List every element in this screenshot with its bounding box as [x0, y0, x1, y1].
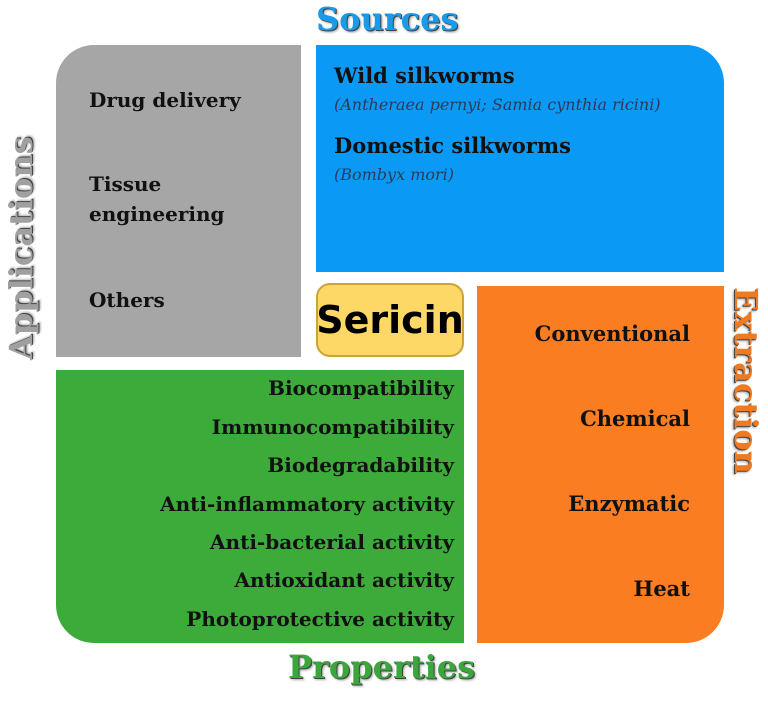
property-item: Anti-inflammatory activity [160, 492, 454, 516]
source-title: Wild silkworms [334, 63, 515, 88]
applications-item: Drug delivery [89, 88, 241, 112]
property-item: Antioxidant activity [234, 568, 455, 592]
source-subtitle: (Antheraea pernyi; Samia cynthia ricini) [334, 95, 661, 114]
source-title: Domestic silkworms [334, 133, 571, 158]
extraction-heading: Extraction [727, 287, 765, 474]
property-item: Photoprotective activity [186, 607, 454, 631]
property-item: Biocompatibility [268, 376, 454, 400]
property-item: Biodegradability [267, 453, 454, 477]
extraction-panel: Conventional Chemical Enzymatic Heat [477, 286, 724, 643]
applications-item: Others [89, 288, 165, 312]
extraction-item: Enzymatic [568, 491, 690, 516]
extraction-item: Heat [633, 576, 690, 601]
sericin-label: Sericin [316, 283, 464, 357]
applications-heading: Applications [2, 136, 40, 360]
property-item: Immunocompatibility [211, 415, 454, 439]
applications-item: Tissue [89, 172, 162, 196]
properties-panel: Biocompatibility Immunocompatibility Bio… [56, 370, 464, 643]
properties-heading: Properties [288, 648, 476, 686]
extraction-item: Conventional [534, 321, 690, 346]
property-item: Anti-bacterial activity [210, 530, 454, 554]
sources-panel: Wild silkworms (Antheraea pernyi; Samia … [316, 45, 724, 272]
source-subtitle: (Bombyx mori) [334, 165, 455, 184]
extraction-item: Chemical [580, 406, 690, 431]
applications-panel: Drug delivery Tissue engineering Others [56, 45, 301, 357]
applications-item: engineering [89, 202, 225, 226]
sources-heading: Sources [316, 0, 459, 38]
